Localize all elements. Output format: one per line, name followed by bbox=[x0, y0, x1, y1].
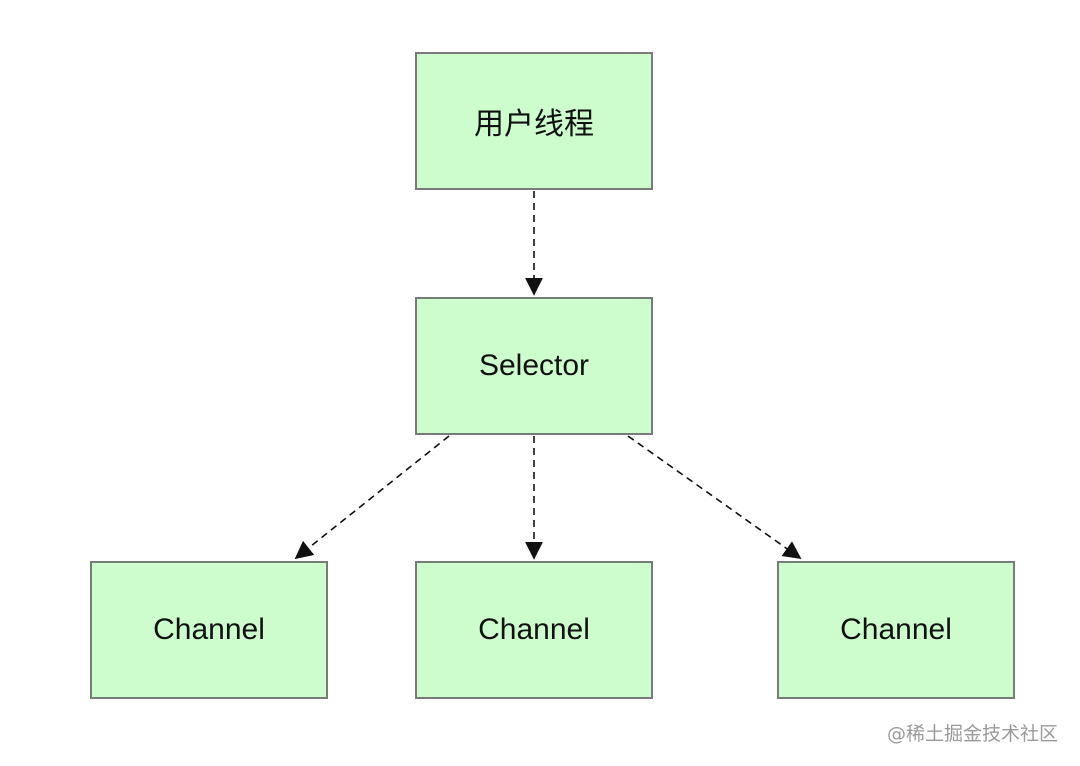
node-channel-2-label: Channel bbox=[478, 613, 590, 646]
node-channel-3: Channel bbox=[777, 561, 1015, 699]
node-user-thread: 用户线程 bbox=[415, 52, 653, 190]
node-selector: Selector bbox=[415, 297, 653, 435]
node-channel-2: Channel bbox=[415, 561, 653, 699]
edge-selector-to-channel-3 bbox=[627, 435, 802, 560]
node-channel-3-label: Channel bbox=[840, 613, 952, 646]
edge-selector-to-channel-1 bbox=[294, 435, 450, 560]
node-channel-1-label: Channel bbox=[153, 613, 265, 646]
node-user-thread-label: 用户线程 bbox=[474, 107, 594, 142]
node-selector-label: Selector bbox=[478, 349, 590, 382]
node-channel-1: Channel bbox=[90, 561, 328, 699]
watermark-text: @稀土掘金技术社区 bbox=[886, 723, 1058, 745]
